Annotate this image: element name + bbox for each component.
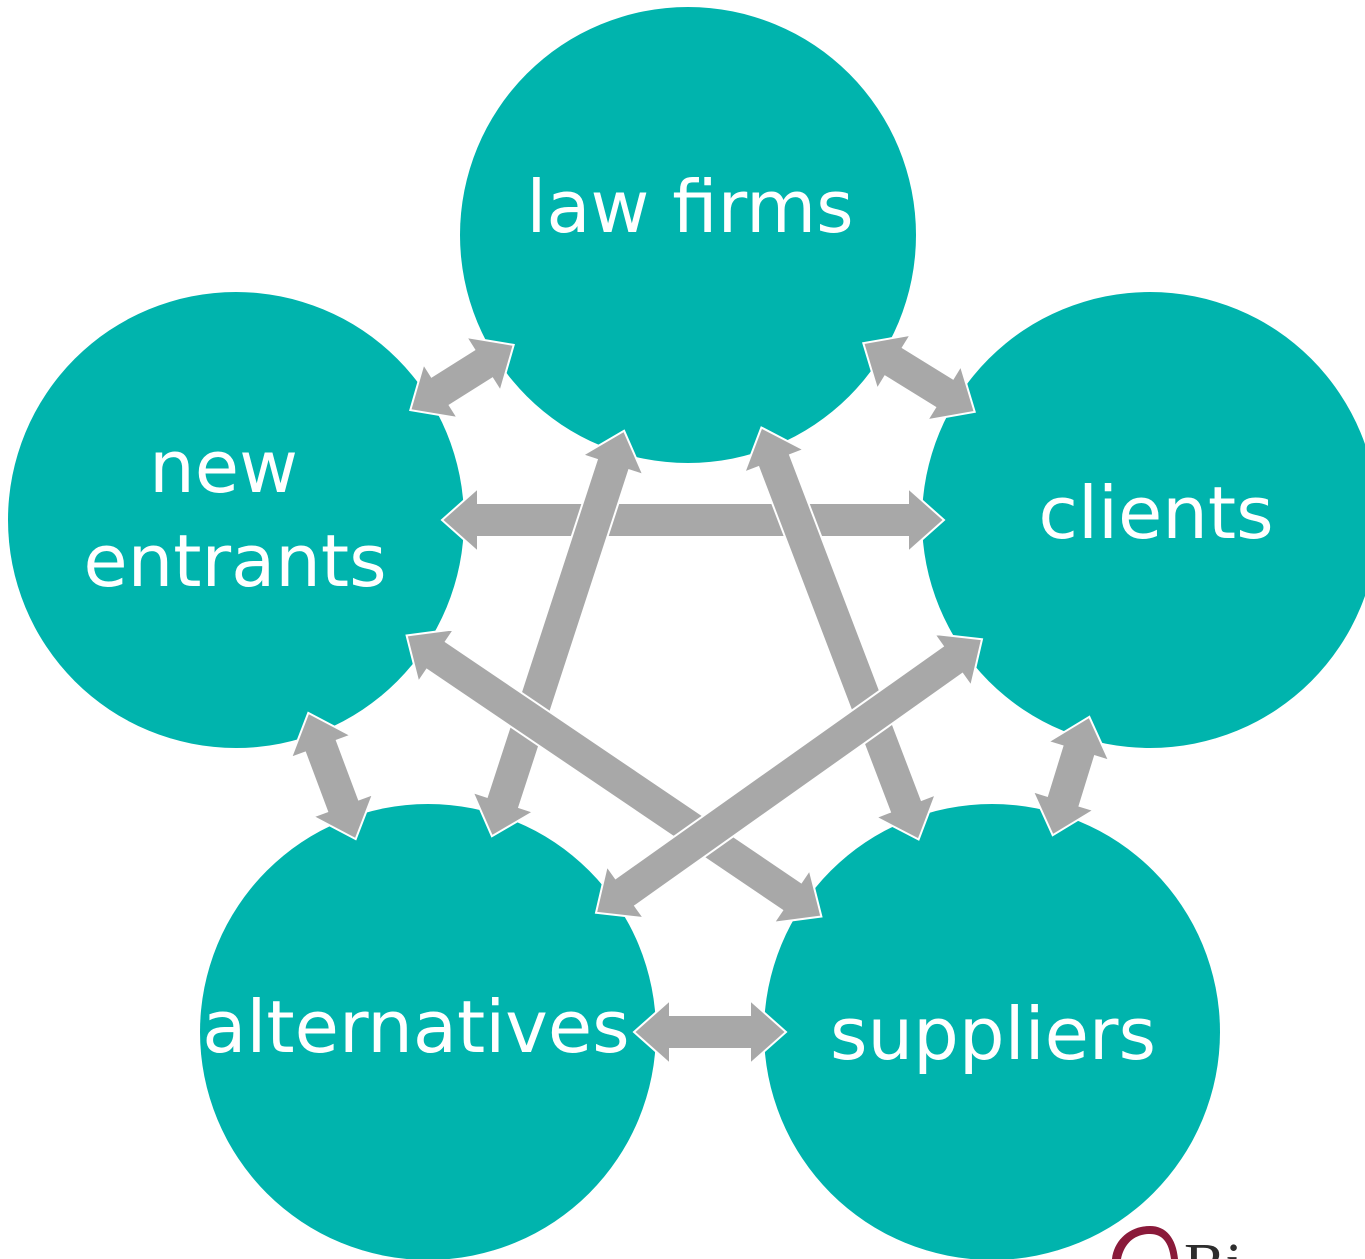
node-labels: law firms clients new entrants alternati…: [83, 165, 1273, 1076]
arrow-law-firms-suppliers: [742, 426, 938, 841]
node-clients: [922, 292, 1365, 748]
logo-swoosh-icon: [1112, 1226, 1178, 1259]
node-circles: [8, 7, 1365, 1259]
logo-wordmark: Bi: [1184, 1232, 1243, 1259]
arrow-new-entrants-suppliers: [405, 627, 823, 925]
arrow-new-entrants-clients: [440, 485, 946, 555]
arrow-alternatives-suppliers: [632, 997, 788, 1067]
node-alternatives: [200, 804, 656, 1259]
label-suppliers: suppliers: [830, 992, 1156, 1076]
label-law-firms: law firms: [526, 165, 853, 249]
label-new-entrants: new entrants: [83, 425, 386, 603]
arrow-law-firms-new-entrants: [409, 335, 515, 420]
node-law-firms: [460, 7, 916, 463]
arrow-new-entrants-alternatives: [289, 711, 375, 841]
node-suppliers: [764, 804, 1220, 1259]
connection-arrows: [289, 333, 1112, 1067]
label-alternatives: alternatives: [202, 985, 629, 1069]
arrow-law-firms-clients: [862, 333, 976, 422]
arrow-clients-suppliers: [1030, 715, 1112, 837]
node-new-entrants: [8, 292, 464, 748]
arrow-law-firms-alternatives: [470, 429, 646, 838]
label-clients: clients: [1038, 471, 1273, 555]
arrow-clients-alternatives: [594, 632, 984, 920]
brand-logo: Bi: [1112, 1226, 1243, 1259]
